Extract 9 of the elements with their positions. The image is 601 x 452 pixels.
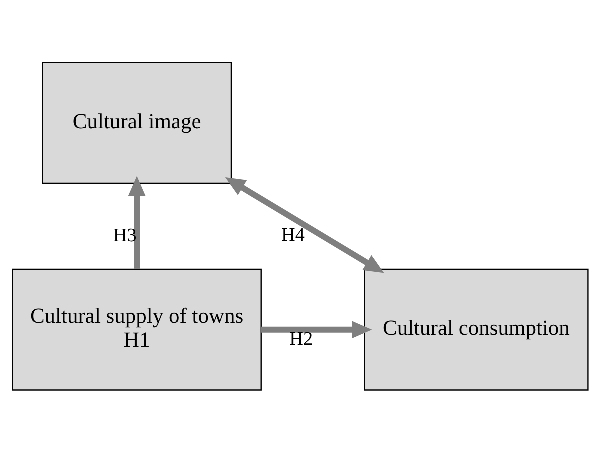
- node-box: Cultural consumption: [364, 268, 589, 390]
- edge-label: H2: [290, 328, 314, 350]
- arrow: [225, 177, 384, 273]
- edge-label: H3: [113, 224, 137, 246]
- arrow: [128, 176, 146, 269]
- node-box: Cultural supply of towns H1: [12, 268, 262, 390]
- edge-label: H4: [282, 224, 305, 246]
- arrow: [261, 320, 372, 338]
- node-box: Cultural image: [42, 62, 232, 184]
